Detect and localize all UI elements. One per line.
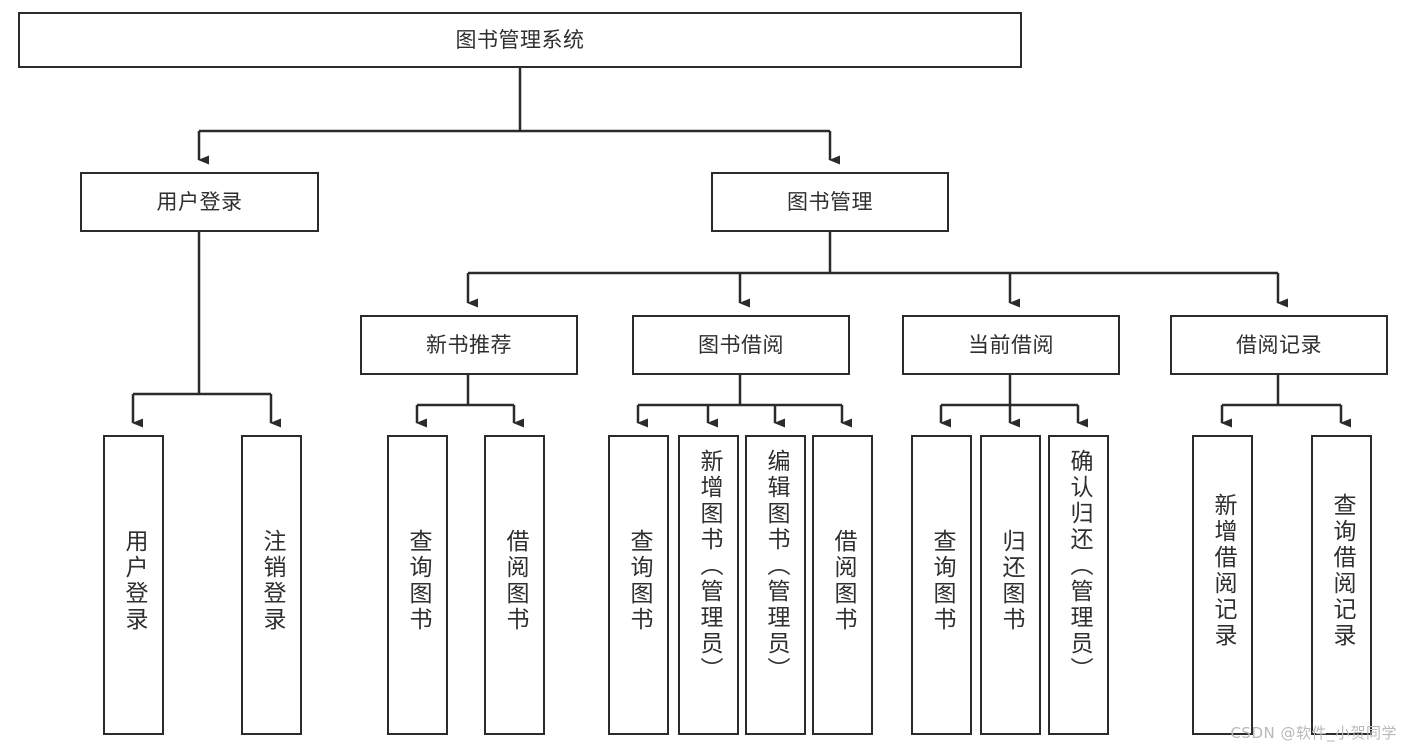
node-label: 归还图书 bbox=[998, 529, 1024, 633]
watermark-text: CSDN @软件_小贺同学 bbox=[1230, 724, 1397, 742]
node-label: 确认归还（管理员） bbox=[1066, 449, 1092, 683]
node-leaf-user-login[interactable]: 用户登录 bbox=[103, 435, 164, 735]
node-label: 新书推荐 bbox=[426, 332, 512, 357]
node-book-management[interactable]: 图书管理 bbox=[711, 172, 949, 232]
node-label: 新增借阅记录 bbox=[1210, 493, 1236, 649]
node-user-login[interactable]: 用户登录 bbox=[80, 172, 319, 232]
node-current-borrow[interactable]: 当前借阅 bbox=[902, 315, 1120, 375]
node-leaf-return-book[interactable]: 归还图书 bbox=[980, 435, 1041, 735]
node-label: 查询图书 bbox=[626, 529, 652, 633]
node-label: 图书管理 bbox=[787, 189, 873, 214]
node-leaf-borrow-book-recommend[interactable]: 借阅图书 bbox=[484, 435, 545, 735]
node-new-book-recommend[interactable]: 新书推荐 bbox=[360, 315, 578, 375]
node-leaf-add-borrow-record[interactable]: 新增借阅记录 bbox=[1192, 435, 1253, 735]
node-label: 用户登录 bbox=[156, 189, 243, 214]
node-book-borrow[interactable]: 图书借阅 bbox=[632, 315, 850, 375]
node-borrow-records[interactable]: 借阅记录 bbox=[1170, 315, 1388, 375]
node-label: 用户登录 bbox=[121, 529, 147, 633]
node-leaf-query-book-borrow[interactable]: 查询图书 bbox=[608, 435, 669, 735]
node-leaf-logout[interactable]: 注销登录 bbox=[241, 435, 302, 735]
node-label: 当前借阅 bbox=[968, 332, 1054, 357]
node-label: 图书管理系统 bbox=[455, 27, 585, 52]
node-leaf-query-book-recommend[interactable]: 查询图书 bbox=[387, 435, 448, 735]
node-label: 新增图书（管理员） bbox=[696, 449, 722, 683]
node-leaf-query-borrow-record[interactable]: 查询借阅记录 bbox=[1311, 435, 1372, 735]
node-label: 借阅图书 bbox=[502, 529, 528, 633]
node-leaf-borrow-book[interactable]: 借阅图书 bbox=[812, 435, 873, 735]
node-leaf-confirm-return-admin[interactable]: 确认归还（管理员） bbox=[1048, 435, 1109, 735]
node-leaf-add-book-admin[interactable]: 新增图书（管理员） bbox=[678, 435, 739, 735]
node-label: 编辑图书（管理员） bbox=[763, 449, 789, 683]
node-label: 图书借阅 bbox=[698, 332, 784, 357]
node-label: 借阅记录 bbox=[1236, 332, 1322, 357]
node-root-book-management-system[interactable]: 图书管理系统 bbox=[18, 12, 1022, 68]
node-label: 查询借阅记录 bbox=[1329, 493, 1355, 649]
node-label: 查询图书 bbox=[929, 529, 955, 633]
node-label: 借阅图书 bbox=[830, 529, 856, 633]
node-label: 注销登录 bbox=[259, 529, 285, 633]
node-leaf-query-book-current[interactable]: 查询图书 bbox=[911, 435, 972, 735]
node-leaf-edit-book-admin[interactable]: 编辑图书（管理员） bbox=[745, 435, 806, 735]
node-label: 查询图书 bbox=[405, 529, 431, 633]
